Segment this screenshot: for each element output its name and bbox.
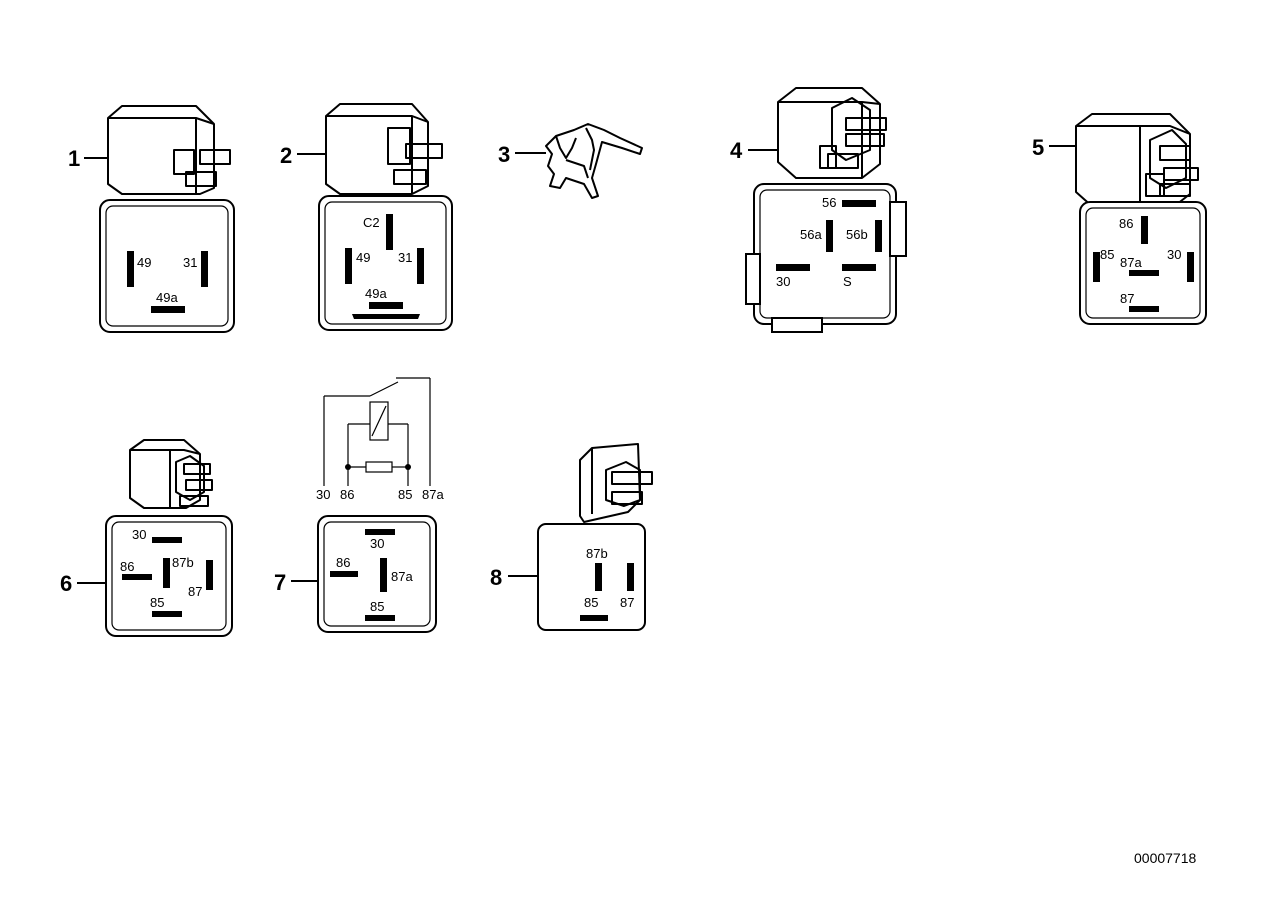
pin-86 <box>1141 216 1148 244</box>
schematic-label-87a: 87a <box>422 487 444 502</box>
pin-85 <box>365 615 395 621</box>
part-3: 3 <box>498 123 643 199</box>
pin-label-87: 87 <box>1120 291 1134 306</box>
pin-label-31: 31 <box>398 250 412 265</box>
pin-87a <box>1129 270 1159 276</box>
part-1: 1 49 31 49a <box>68 105 235 333</box>
callout-6[interactable]: 6 <box>60 571 72 596</box>
pin-56 <box>842 200 876 207</box>
callout-4[interactable]: 4 <box>730 138 743 163</box>
pin-label-49: 49 <box>137 255 151 270</box>
pin-label-86: 86 <box>120 559 134 574</box>
pin-49a <box>151 306 185 313</box>
callout-1[interactable]: 1 <box>68 146 80 171</box>
part-4: 4 56 56a 56b 30 S <box>730 87 907 333</box>
relay-1-housing <box>107 105 231 195</box>
pin-label-87: 87 <box>188 584 202 599</box>
pin-85 <box>580 615 608 621</box>
pin-label-49: 49 <box>356 250 370 265</box>
pin-label-85: 85 <box>370 599 384 614</box>
relay-7-schematic: 30 86 85 87a <box>316 377 444 502</box>
part-8: 8 87b 87 85 <box>490 443 653 631</box>
pin-label-56: 56 <box>822 195 836 210</box>
pin-label-49a: 49a <box>156 290 178 305</box>
relay-4-housing <box>777 87 887 179</box>
pin-30 <box>365 529 395 535</box>
pin-label-87a: 87a <box>391 569 413 584</box>
pin-87b <box>595 563 602 591</box>
pin-85 <box>1093 252 1100 282</box>
pin-label-30: 30 <box>1167 247 1181 262</box>
pin-30 <box>152 537 182 543</box>
part-6: 6 30 86 87b 87 85 <box>60 439 233 637</box>
pin-label-85: 85 <box>1100 247 1114 262</box>
pin-label-30: 30 <box>776 274 790 289</box>
relay-2-pin-view: C2 49 31 49a <box>318 195 453 331</box>
pin-label-87a: 87a <box>1120 255 1142 270</box>
pin-label-85: 85 <box>584 595 598 610</box>
part-7: 7 30 86 85 87a 30 <box>274 377 444 633</box>
pin-label-56a: 56a <box>800 227 822 242</box>
callout-8[interactable]: 8 <box>490 565 502 590</box>
pin-86 <box>122 574 152 580</box>
pin-87 <box>1129 306 1159 312</box>
schematic-label-30: 30 <box>316 487 330 502</box>
relay-8-pin-view: 87b 87 85 <box>537 523 646 631</box>
relay-6-housing <box>129 439 213 509</box>
part-2: 2 C2 49 31 49a <box>280 103 453 331</box>
callout-7[interactable]: 7 <box>274 570 286 595</box>
pin-label-86: 86 <box>336 555 350 570</box>
pin-31 <box>201 251 208 287</box>
pin-31 <box>417 248 424 284</box>
pin-label-30: 30 <box>370 536 384 551</box>
pin-S <box>842 264 876 271</box>
pin-label-56b: 56b <box>846 227 868 242</box>
pin-49 <box>345 248 352 284</box>
mounting-bracket <box>545 123 643 199</box>
pin-label-87: 87 <box>620 595 634 610</box>
pin-30 <box>1187 252 1194 282</box>
pin-56b <box>875 220 882 252</box>
relay-6-pin-view: 30 86 87b 87 85 <box>105 515 233 637</box>
pin-87 <box>627 563 634 591</box>
pin-label-S: S <box>843 274 852 289</box>
pin-label-49a: 49a <box>365 286 387 301</box>
pin-label-86: 86 <box>1119 216 1133 231</box>
pin-49 <box>127 251 134 287</box>
callout-2[interactable]: 2 <box>280 143 292 168</box>
pin-label-31: 31 <box>183 255 197 270</box>
pin-56a <box>826 220 833 252</box>
relay-4-pin-view: 56 56a 56b 30 S <box>745 183 907 333</box>
pin-87 <box>206 560 213 590</box>
pin-87a <box>380 558 387 592</box>
part-5: 5 86 85 87a 30 87 <box>1032 113 1207 325</box>
pin-C2 <box>386 214 393 250</box>
pin-label-85: 85 <box>150 595 164 610</box>
schematic-label-85: 85 <box>398 487 412 502</box>
callout-3[interactable]: 3 <box>498 142 510 167</box>
pin-30 <box>776 264 810 271</box>
schematic-label-86: 86 <box>340 487 354 502</box>
relay-5-pin-view: 86 85 87a 30 87 <box>1079 201 1207 325</box>
pin-label-87b: 87b <box>586 546 608 561</box>
pin-49a <box>369 302 403 309</box>
relay-1-pin-view: 49 31 49a <box>99 199 235 333</box>
callout-5[interactable]: 5 <box>1032 135 1044 160</box>
relay-5-housing <box>1075 113 1199 209</box>
pin-87b <box>163 558 170 588</box>
pin-label-C2: C2 <box>363 215 380 230</box>
pin-86 <box>330 571 358 577</box>
pin-85 <box>152 611 182 617</box>
pin-label-87b: 87b <box>172 555 194 570</box>
relay-8-housing <box>579 443 653 523</box>
pin-label-30: 30 <box>132 527 146 542</box>
document-number: 00007718 <box>1134 850 1197 866</box>
relay-7-pin-view: 30 86 87a 85 <box>317 515 437 633</box>
relay-2-housing <box>325 103 443 195</box>
